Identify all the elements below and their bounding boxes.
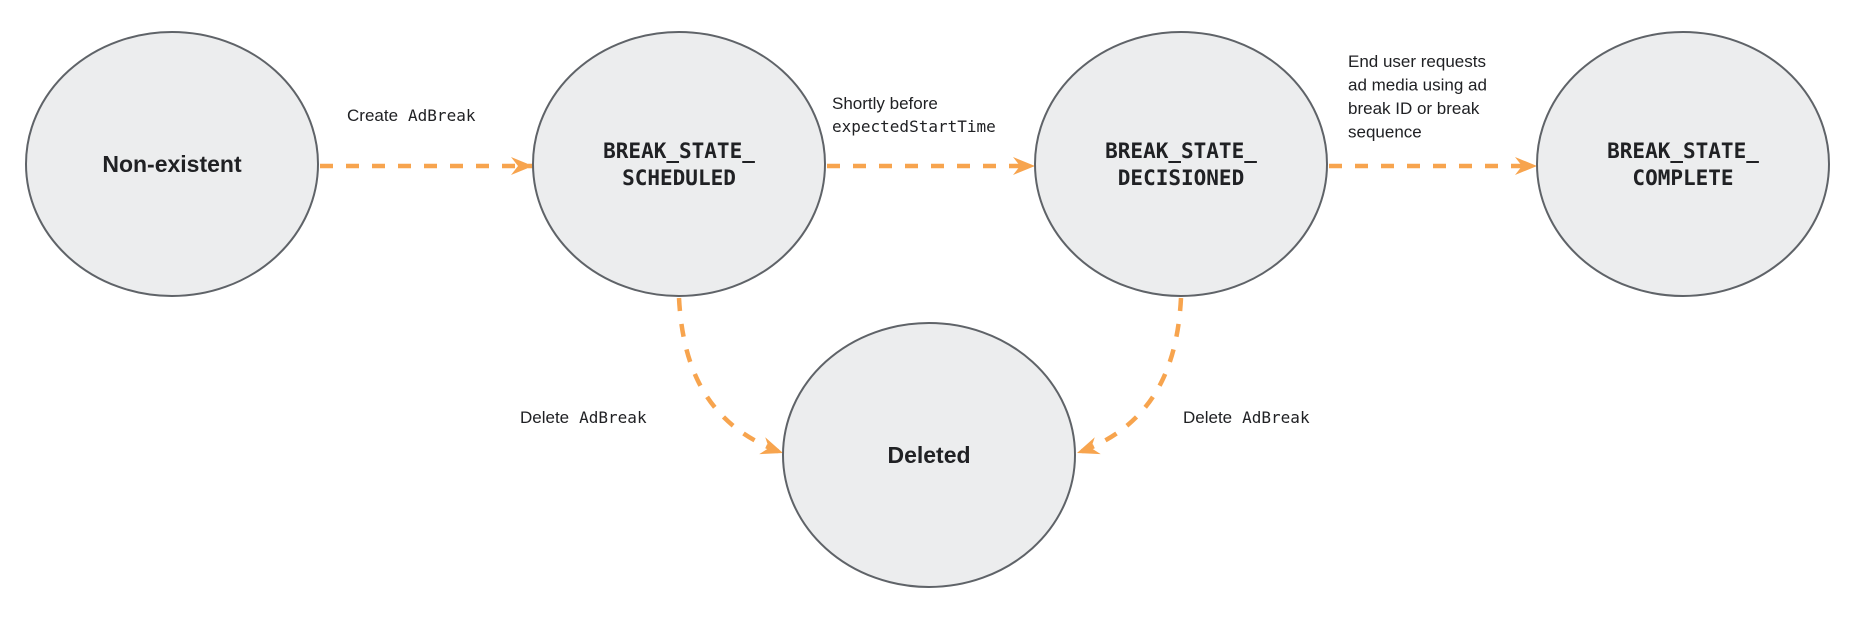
- state-circle-non-existent: [25, 31, 319, 297]
- transition-label-end-user-line2: ad media using ad: [1348, 76, 1487, 95]
- transition-label-shortly-before-line1: Shortly before: [832, 94, 938, 113]
- transition-label-delete-adbreak-right: Delete AdBreak: [1183, 408, 1310, 427]
- state-label-break-state-scheduled-line1: BREAK_STATE_: [603, 139, 755, 163]
- transition-arrow-delete-adbreak-from-scheduled: [676, 297, 784, 456]
- state-label-non-existent: Non-existent: [102, 151, 242, 177]
- state-circle-break-state-decisioned: [1034, 31, 1328, 297]
- transition-label-end-user-line1: End user requests: [1348, 52, 1486, 71]
- transition-label-end-user-line4: sequence: [1348, 123, 1422, 142]
- transition-label-end-user-line3: break ID or break: [1348, 99, 1480, 118]
- transition-label-shortly-before-line2: expectedStartTime: [832, 117, 996, 136]
- state-label-deleted: Deleted: [887, 442, 970, 468]
- transition-label-delete-adbreak-left: Delete AdBreak: [520, 408, 647, 427]
- state-label-break-state-complete-line2: COMPLETE: [1632, 166, 1733, 190]
- transition-arrow-delete-adbreak-from-decisioned: [1076, 297, 1184, 456]
- state-label-break-state-decisioned-line1: BREAK_STATE_: [1105, 139, 1257, 163]
- state-label-break-state-decisioned-line2: DECISIONED: [1118, 166, 1244, 190]
- state-circle-break-state-complete: [1536, 31, 1830, 297]
- state-label-break-state-scheduled-line2: SCHEDULED: [622, 166, 736, 190]
- state-label-break-state-complete-line1: BREAK_STATE_: [1607, 139, 1759, 163]
- transition-label-create-adbreak: Create AdBreak: [347, 106, 476, 125]
- state-circle-deleted: [782, 322, 1076, 588]
- state-circle-break-state-scheduled: [532, 31, 826, 297]
